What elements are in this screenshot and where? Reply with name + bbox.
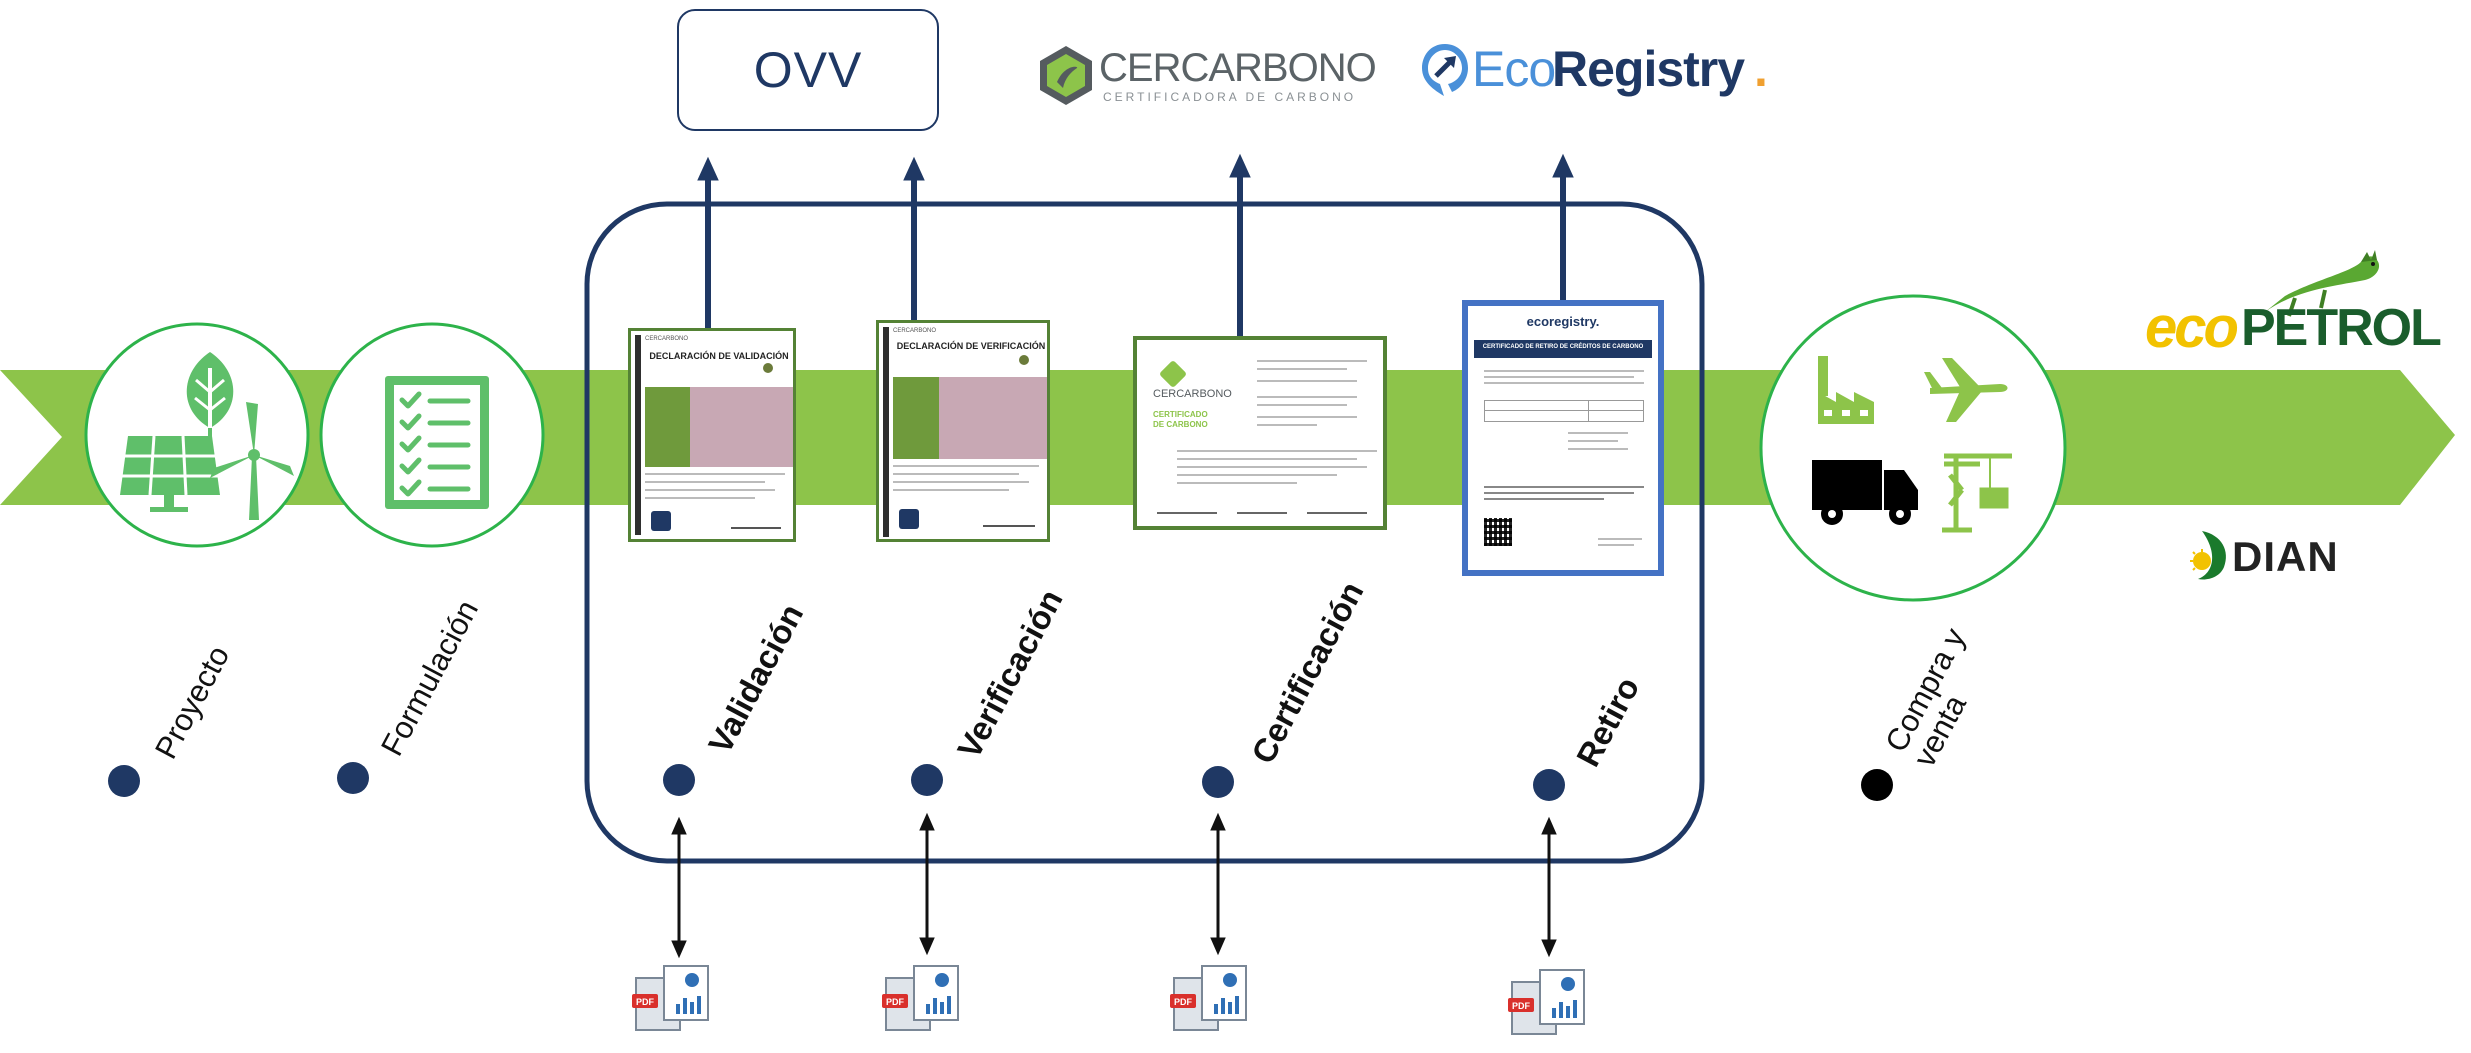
factory-icon (1818, 356, 1874, 424)
iguana-icon (2265, 250, 2380, 317)
ecoregistry-logo: Eco Registry . (1418, 36, 1778, 106)
airplane-icon (1924, 358, 2008, 422)
pdf-report-icon: PDF (882, 965, 959, 1031)
ecoregistry-registry: Registry (1552, 41, 1745, 97)
pdf-report-icon: PDF (632, 965, 709, 1031)
cercarbono-name: CERCARBONO (1099, 46, 1377, 90)
ovv-box: OVV (677, 9, 939, 131)
verification-doc-title: DECLARACIÓN DE VERIFICACIÓN (896, 341, 1046, 351)
dot-verificacion (911, 764, 943, 796)
dot-retiro (1533, 769, 1565, 801)
pdf-badge-label: PDF (636, 997, 655, 1007)
cercarbono-tagline: CERTIFICADORA DE CARBONO (1103, 90, 1357, 104)
certification-frame (584, 201, 1705, 864)
retirement-doc-brand: ecoregistry. (1526, 314, 1600, 329)
document-arrows (671, 812, 1557, 959)
pdf-badge-label: PDF (886, 997, 905, 1007)
cercarbono-logo: CERCARBONO CERTIFICADORA DE CARBONO (1037, 40, 1377, 110)
formulacion-circle (319, 322, 545, 548)
upward-arrows (697, 153, 1574, 340)
checklist-icon (385, 376, 489, 509)
ecopetrol-petrol: PETROL (2241, 299, 2442, 357)
dian-emblem-icon (2190, 531, 2226, 580)
timeline-dots (108, 762, 1893, 801)
validation-doc-title: DECLARACIÓN DE VALIDACIÓN (649, 351, 789, 361)
dot-formulacion (337, 762, 369, 794)
verification-doc-org: CERCARBONO (893, 328, 937, 334)
validation-declaration-document: CERCARBONO DECLARACIÓN DE VALIDACIÓN (628, 328, 796, 542)
pdf-report-icon: PDF (1508, 969, 1585, 1035)
certificate-doc-title-line1: CERTIFICADO (1153, 410, 1208, 419)
dian-text: DIAN (2232, 533, 2339, 580)
retirement-doc-title: CERTIFICADO DE RETIRO DE CRÉDITOS DE CAR… (1482, 344, 1644, 350)
ecopetrol-logo: eco PETROL (2145, 250, 2455, 360)
dot-proyecto (108, 765, 140, 797)
ecoregistry-dot: . (1754, 41, 1768, 97)
carbon-certificate-document: CERCARBONO CERTIFICADO DE CARBONO (1133, 336, 1387, 530)
dot-certificacion (1202, 766, 1234, 798)
ovv-label: OVV (753, 42, 863, 98)
cercarbono-hexagon-icon (1040, 46, 1092, 105)
pdf-report-icon: PDF (1170, 965, 1247, 1031)
pdf-badge-label: PDF (1174, 997, 1193, 1007)
dot-compra-venta (1861, 769, 1893, 801)
pdf-badge-label: PDF (1512, 1001, 1531, 1011)
certificate-doc-org: CERCARBONO (1153, 388, 1232, 400)
dot-validacion (663, 764, 695, 796)
ecoregistry-icon (1422, 44, 1468, 96)
truck-icon (1812, 460, 1918, 525)
compra-venta-circle (1759, 294, 2067, 602)
dian-logo: DIAN (2188, 525, 2368, 585)
certificate-doc-title-line2: DE CARBONO (1153, 420, 1208, 429)
proyecto-circle (84, 322, 310, 548)
port-crane-icon (1942, 453, 2012, 533)
verification-declaration-document: CERCARBONO DECLARACIÓN DE VERIFICACIÓN (876, 320, 1050, 542)
validation-doc-org: CERCARBONO (645, 336, 689, 342)
solar-panel-icon (120, 435, 220, 512)
pdf-documents: PDF PDF PDF PDF (632, 965, 1585, 1035)
ecopetrol-eco: eco (2145, 295, 2239, 360)
ecoregistry-eco: Eco (1472, 41, 1556, 97)
qr-code-icon (1484, 518, 1512, 546)
wind-turbine-icon (210, 402, 294, 520)
retirement-certificate-document: ecoregistry. CERTIFICADO DE RETIRO DE CR… (1462, 300, 1664, 576)
